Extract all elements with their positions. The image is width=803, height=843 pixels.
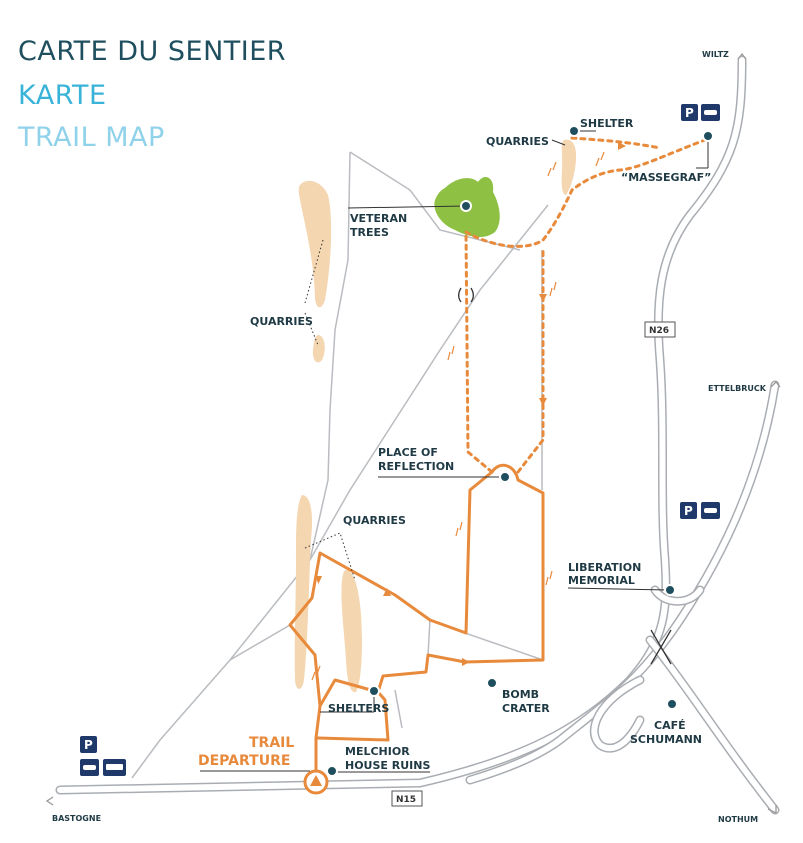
direction-arrow-icon	[315, 142, 626, 666]
map-labels: QUARRIES SHELTER “MASSEGRAF” VETERAN TRE…	[52, 50, 767, 824]
label-liberation-1: LIBERATION	[568, 561, 641, 574]
label-trail-departure-1: TRAIL	[249, 735, 294, 751]
title-german: KARTE	[18, 80, 107, 111]
label-liberation-2: MEMORIAL	[568, 574, 635, 587]
bus-icon	[103, 759, 126, 776]
label-quarries-west: QUARRIES	[250, 315, 313, 328]
label-veteran-trees-1: VETERAN	[350, 212, 407, 225]
label-nothum: NOTHUM	[718, 815, 758, 824]
svg-text:N15: N15	[396, 795, 416, 805]
footprint-icon	[311, 151, 605, 681]
label-quarries-middle: QUARRIES	[343, 514, 406, 527]
trail-start-icon[interactable]	[303, 769, 329, 795]
label-reflection-1: PLACE OF	[378, 446, 438, 459]
parking-icon: P	[680, 502, 697, 519]
road-crossing-icon	[650, 629, 672, 665]
svg-text:P: P	[685, 106, 694, 120]
point-of-interest-icon	[326, 125, 714, 777]
label-shelter: SHELTER	[580, 117, 634, 130]
trail-route-dashed	[464, 136, 707, 474]
svg-text:P: P	[84, 738, 93, 752]
label-bastogne: BASTOGNE	[52, 814, 101, 823]
label-cafe-1: CAFÉ	[654, 719, 686, 732]
title-french: CARTE DU SENTIER	[18, 36, 287, 67]
title-english: TRAIL MAP	[18, 122, 165, 153]
road-end-arrows	[45, 52, 781, 815]
leader-lines	[200, 130, 709, 773]
car-icon	[701, 502, 720, 519]
label-veteran-trees-2: TREES	[350, 226, 389, 239]
parking-group-east: P	[680, 502, 720, 519]
label-bomb-crater-1: BOMB	[502, 688, 539, 701]
label-reflection-2: REFLECTION	[378, 460, 454, 473]
label-quarries-north: QUARRIES	[486, 135, 549, 148]
label-cafe-2: SCHUMANN	[630, 733, 702, 746]
label-bomb-crater-2: CRATER	[502, 702, 550, 715]
quarry-areas	[294, 139, 577, 693]
parking-group-north: P	[681, 104, 720, 121]
svg-text:P: P	[684, 504, 693, 518]
car-icon	[701, 104, 720, 121]
label-massegraf: “MASSEGRAF”	[621, 171, 711, 184]
road-sign-n26: N26	[644, 321, 676, 338]
label-ettelbruck: ETTELBRUCK	[708, 384, 767, 393]
parking-icon: P	[681, 104, 698, 121]
label-melchior-2: HOUSE RUINS	[345, 759, 430, 772]
parking-icon: P	[80, 736, 97, 753]
label-wiltz: WILTZ	[702, 50, 729, 59]
svg-text:N26: N26	[649, 326, 669, 336]
road-sign-n15: N15	[391, 790, 423, 807]
car-icon	[80, 759, 99, 776]
main-roads	[55, 55, 780, 815]
parking-group-west: P	[80, 736, 126, 776]
trail-route-solid	[288, 463, 545, 780]
bridge-icon	[458, 287, 474, 303]
label-trail-departure-2: DEPARTURE	[198, 753, 290, 769]
label-shelters: SHELTERS	[328, 702, 389, 715]
label-melchior-1: MELCHIOR	[345, 745, 410, 758]
